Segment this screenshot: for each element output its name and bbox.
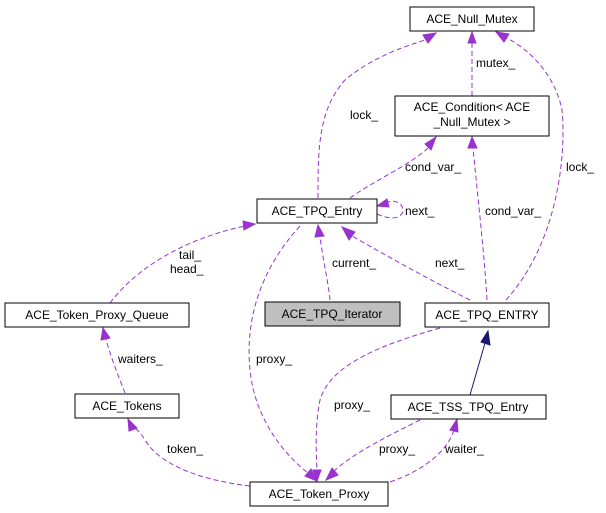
edge-next-self [375, 198, 404, 219]
node-ace-tokens[interactable]: ACE_Tokens [74, 393, 180, 419]
edge-label-next-self: next_ [405, 204, 435, 218]
node-ace-tpq-entry-upper[interactable]: ACE_TPQ_ENTRY [424, 302, 550, 328]
edge-label-current: current_ [332, 256, 376, 270]
edge-cond-var-right [467, 135, 488, 301]
node-ace-null-mutex[interactable]: ACE_Null_Mutex [409, 6, 535, 32]
edge-waiter [389, 417, 459, 483]
edge-label-lock-right: lock_ [566, 160, 594, 174]
edge-label-tail: tail_ [179, 248, 201, 262]
edge-cond-var-left [349, 135, 438, 199]
node-ace-tpq-iterator[interactable]: ACE_TPQ_Iterator [264, 301, 401, 327]
node-label-line1: ACE_Condition< ACE [414, 100, 530, 114]
edge-token [127, 417, 251, 487]
edge-label-proxy-right: proxy_ [379, 442, 415, 456]
edge-mutex [467, 30, 477, 96]
node-label: ACE_Token_Proxy [269, 487, 370, 501]
edge-label-lock-left: lock_ [350, 108, 378, 122]
edge-label-mutex: mutex_ [476, 56, 516, 70]
node-ace-tpq-entry[interactable]: ACE_TPQ_Entry [256, 198, 378, 224]
edge-label-cond-var-left: cond_var_ [405, 160, 461, 174]
edge-label-waiters: waiters_ [117, 352, 163, 366]
edge-proxy-mid [312, 327, 441, 483]
node-ace-token-proxy-queue[interactable]: ACE_Token_Proxy_Queue [4, 302, 190, 328]
node-label: ACE_TPQ_Iterator [282, 307, 383, 321]
node-label: ACE_TSS_TPQ_Entry [408, 400, 529, 414]
edge-label-proxy-left: proxy_ [256, 352, 292, 366]
edge-lock-right [494, 31, 564, 301]
node-label: ACE_Null_Mutex [426, 12, 517, 26]
node-label: ACE_TPQ_Entry [272, 204, 363, 218]
node-ace-condition[interactable]: ACE_Condition< ACE _Null_Mutex > [394, 95, 550, 137]
edge-proxy-right [324, 419, 421, 481]
edge-current [314, 223, 331, 301]
edge-label-waiter: waiter_ [444, 442, 484, 456]
edge-label-next-from-upper: next_ [435, 256, 465, 270]
edge-lock-left [317, 32, 438, 199]
edge-label-head: head_ [170, 262, 204, 276]
edge-tail-head [109, 220, 257, 304]
node-label-line2: _Null_Mutex > [432, 115, 510, 129]
edge-label-token: token_ [167, 442, 203, 456]
node-label: ACE_Token_Proxy_Queue [25, 308, 169, 322]
node-ace-tss-tpq-entry[interactable]: ACE_TSS_TPQ_Entry [390, 394, 547, 420]
node-label: ACE_TPQ_ENTRY [435, 308, 538, 322]
node-ace-token-proxy[interactable]: ACE_Token_Proxy [249, 481, 389, 507]
edge-proxy-left [248, 225, 319, 482]
edge-next-from-upper [340, 226, 471, 301]
edge-label-cond-var-right: cond_var_ [485, 204, 541, 218]
edge-label-proxy-mid: proxy_ [334, 398, 370, 412]
edge-inherit [469, 329, 491, 396]
node-label: ACE_Tokens [92, 399, 161, 413]
edge-waiters [100, 326, 126, 394]
